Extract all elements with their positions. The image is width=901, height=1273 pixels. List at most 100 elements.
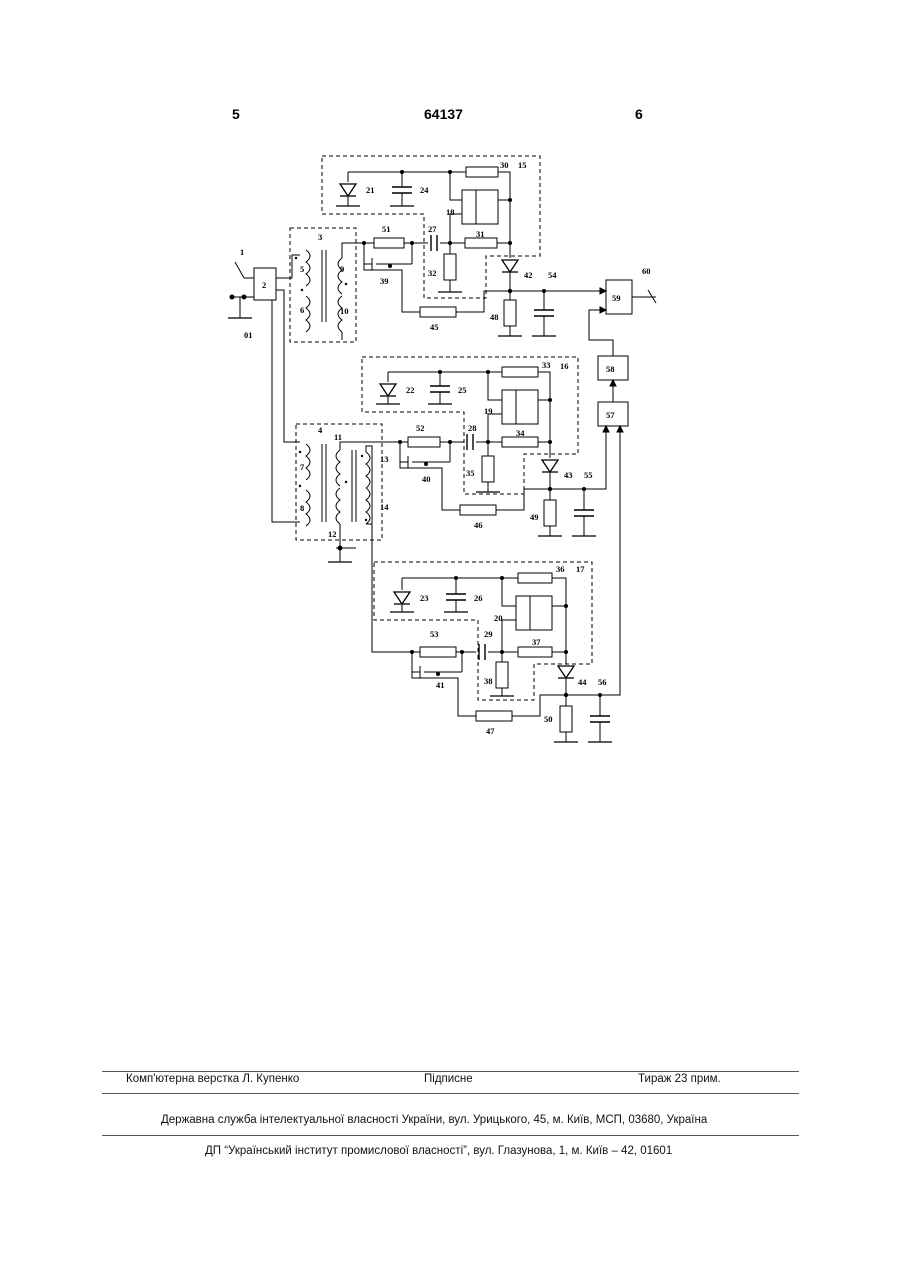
circulation-note: Тираж 23 прим. bbox=[638, 1073, 721, 1085]
resistor-38 bbox=[496, 662, 508, 688]
wire-11-out bbox=[340, 442, 408, 450]
label-57: 57 bbox=[606, 410, 615, 420]
label-1: 1 bbox=[240, 247, 244, 257]
wire-2-to-4 bbox=[276, 290, 300, 442]
wire bbox=[488, 414, 502, 442]
footer-rule-middle bbox=[102, 1093, 799, 1094]
label-38: 38 bbox=[484, 676, 493, 686]
winding-6 bbox=[306, 296, 310, 332]
label-22: 22 bbox=[406, 385, 415, 395]
label-55: 55 bbox=[584, 470, 593, 480]
wire-56-to-57 bbox=[566, 426, 620, 695]
resistor-49 bbox=[544, 500, 556, 526]
winding-12 bbox=[336, 488, 340, 524]
label-34: 34 bbox=[516, 428, 525, 438]
wire-39-to-45 bbox=[364, 264, 420, 312]
winding-14 bbox=[366, 488, 370, 524]
label-39: 39 bbox=[380, 276, 389, 286]
transistor-40-lead bbox=[400, 442, 408, 462]
label-18: 18 bbox=[446, 207, 455, 217]
label-17: 17 bbox=[576, 564, 585, 574]
label-30: 30 bbox=[500, 160, 509, 170]
winding-11 bbox=[336, 450, 340, 486]
label-45: 45 bbox=[430, 322, 439, 332]
label-48: 48 bbox=[490, 312, 499, 322]
wire bbox=[502, 620, 516, 652]
transistor-41-lead bbox=[412, 652, 420, 672]
label-41: 41 bbox=[436, 680, 445, 690]
resistor-51 bbox=[374, 238, 404, 248]
label-26: 26 bbox=[474, 593, 483, 603]
label-32: 32 bbox=[428, 268, 437, 278]
winding-13 bbox=[366, 452, 370, 488]
wire-40-to-46 bbox=[400, 462, 460, 510]
label-23: 23 bbox=[420, 593, 429, 603]
label-5: 5 bbox=[300, 264, 304, 274]
label-16: 16 bbox=[560, 361, 569, 371]
label-3: 3 bbox=[318, 232, 322, 242]
label-44: 44 bbox=[578, 677, 587, 687]
label-10: 10 bbox=[340, 306, 349, 316]
terminal-01 bbox=[230, 295, 234, 299]
label-9: 9 bbox=[340, 264, 344, 274]
wire bbox=[450, 214, 462, 243]
wire bbox=[498, 172, 510, 243]
component-labels: 1 2 3 4 5 6 7 8 9 10 11 12 13 14 15 16 1… bbox=[240, 160, 651, 736]
arrow bbox=[600, 288, 606, 294]
label-19: 19 bbox=[484, 406, 493, 416]
label-50: 50 bbox=[544, 714, 553, 724]
label-36: 36 bbox=[556, 564, 565, 574]
label-35: 35 bbox=[466, 468, 475, 478]
wire bbox=[552, 578, 566, 652]
label-14: 14 bbox=[380, 502, 389, 512]
label-43: 43 bbox=[564, 470, 573, 480]
label-59: 59 bbox=[612, 293, 621, 303]
agency-address: Державна служба інтелектуальної власност… bbox=[161, 1114, 707, 1126]
label-33: 33 bbox=[542, 360, 551, 370]
label-28: 28 bbox=[468, 423, 477, 433]
label-46: 46 bbox=[474, 520, 483, 530]
block-20 bbox=[516, 596, 552, 630]
label-01: 01 bbox=[244, 330, 253, 340]
label-47: 47 bbox=[486, 726, 495, 736]
resistor-33 bbox=[502, 367, 538, 377]
resistor-36 bbox=[518, 573, 552, 583]
label-8: 8 bbox=[300, 503, 304, 513]
wire-9-out bbox=[342, 243, 374, 258]
footer-rule-top bbox=[102, 1071, 799, 1072]
layout-credit: Комп'ютерна верстка Л. Купенко bbox=[126, 1073, 299, 1085]
resistor-48 bbox=[504, 300, 516, 326]
label-6: 6 bbox=[300, 305, 304, 315]
resistor-45 bbox=[420, 307, 456, 317]
label-7: 7 bbox=[300, 462, 305, 472]
wire-41-to-47 bbox=[412, 672, 476, 716]
label-4: 4 bbox=[318, 425, 323, 435]
label-58: 58 bbox=[606, 364, 615, 374]
wire-58-to-59 bbox=[589, 310, 613, 356]
label-52: 52 bbox=[416, 423, 425, 433]
wire bbox=[488, 372, 502, 400]
node bbox=[242, 295, 246, 299]
input-line-1 bbox=[235, 262, 244, 278]
label-29: 29 bbox=[484, 629, 493, 639]
wire-46-to-55 bbox=[496, 489, 550, 510]
label-15: 15 bbox=[518, 160, 527, 170]
resistor-37 bbox=[518, 647, 552, 657]
block-19 bbox=[502, 390, 538, 424]
label-51: 51 bbox=[382, 224, 391, 234]
resistor-30 bbox=[466, 167, 498, 177]
label-53: 53 bbox=[430, 629, 439, 639]
resistor-34 bbox=[502, 437, 538, 447]
block-18 bbox=[462, 190, 498, 224]
wire bbox=[502, 578, 516, 606]
label-12: 12 bbox=[328, 529, 337, 539]
footer-rule-bottom bbox=[102, 1135, 799, 1136]
label-20: 20 bbox=[494, 613, 503, 623]
resistor-35 bbox=[482, 456, 494, 482]
label-21: 21 bbox=[366, 185, 375, 195]
label-54: 54 bbox=[548, 270, 557, 280]
resistor-46 bbox=[460, 505, 496, 515]
wire-47-to-56 bbox=[512, 695, 566, 716]
resistor-52 bbox=[408, 437, 440, 447]
wire-45-to-54 bbox=[456, 291, 510, 312]
